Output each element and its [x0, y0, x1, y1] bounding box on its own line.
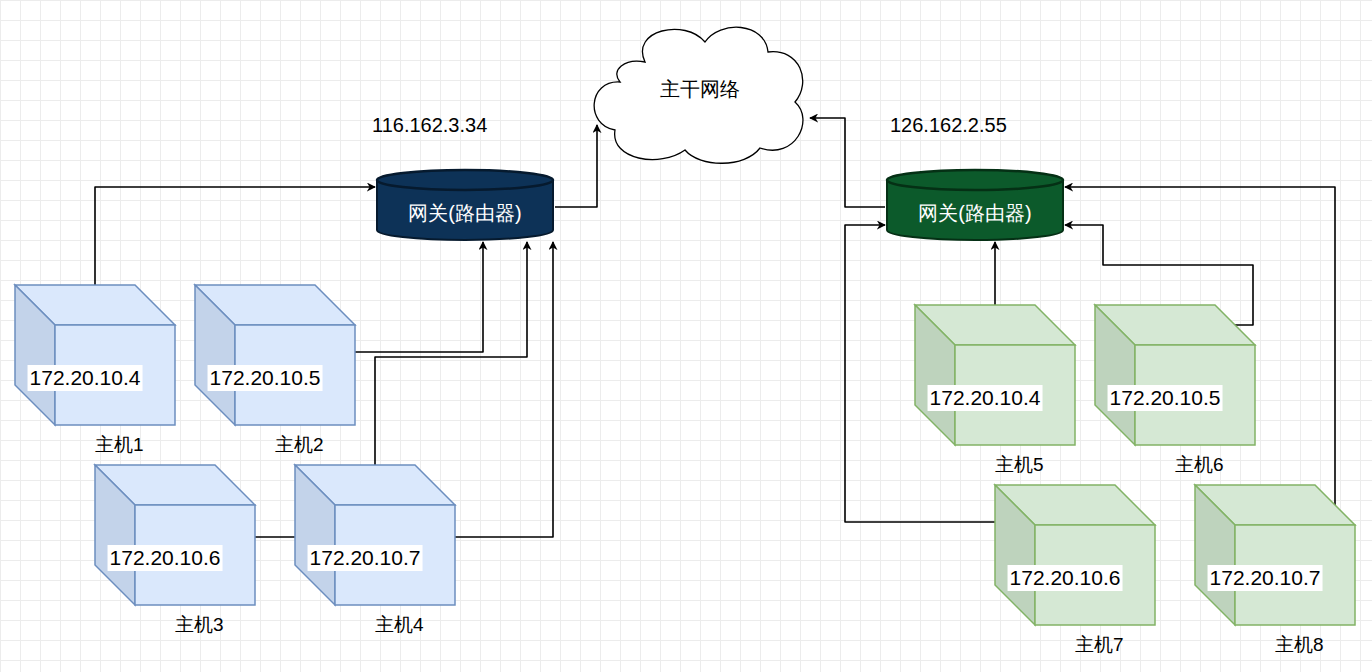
host-outline	[1095, 305, 1255, 445]
network-link	[810, 118, 885, 207]
network-link	[1065, 187, 1335, 505]
ip-address: 172.20.10.4	[928, 385, 1043, 411]
host-outline	[95, 465, 255, 605]
gateway-label: 网关(路由器)	[918, 200, 1031, 227]
public-ip: 126.162.2.55	[890, 114, 1007, 137]
network-cloud: 主干网络	[590, 20, 810, 165]
host-name: 主机5	[995, 453, 1044, 477]
host-cube: 172.20.10.7主机8	[1195, 485, 1355, 625]
host-outline	[195, 285, 355, 425]
host-cube: 172.20.10.6主机3	[95, 465, 255, 605]
host-name: 主机6	[1175, 453, 1224, 477]
host-name: 主机2	[275, 433, 324, 457]
host-outline	[15, 285, 175, 425]
ip-address: 172.20.10.6	[1008, 565, 1123, 591]
ip-address: 172.20.10.6	[108, 545, 223, 571]
network-link	[355, 242, 483, 352]
cloud-label: 主干网络	[660, 76, 740, 103]
host-outline	[295, 465, 455, 605]
public-ip: 116.162.3.34	[372, 114, 487, 137]
host-cube: 172.20.10.7主机4	[295, 465, 455, 605]
host-cube: 172.20.10.4主机5	[915, 305, 1075, 445]
host-cube: 172.20.10.5主机2	[195, 285, 355, 425]
gateway-router: 网关(路由器)	[375, 168, 555, 242]
gateway-label: 网关(路由器)	[408, 200, 521, 227]
host-outline	[1195, 485, 1355, 625]
network-link	[95, 187, 375, 285]
host-outline	[995, 485, 1155, 625]
host-name: 主机7	[1075, 633, 1124, 657]
ip-address: 172.20.10.7	[1208, 565, 1323, 591]
network-link	[455, 242, 553, 537]
network-link	[555, 125, 597, 207]
host-name: 主机4	[375, 613, 424, 637]
host-cube: 172.20.10.4主机1	[15, 285, 175, 425]
host-outline	[915, 305, 1075, 445]
network-link	[994, 242, 996, 305]
ip-address: 172.20.10.4	[28, 365, 143, 391]
ip-address: 172.20.10.5	[1108, 385, 1223, 411]
host-name: 主机1	[95, 433, 144, 457]
ip-address: 172.20.10.7	[308, 545, 423, 571]
host-cube: 172.20.10.6主机7	[995, 485, 1155, 625]
host-name: 主机3	[175, 613, 224, 637]
network-link	[255, 536, 295, 538]
gateway-router: 网关(路由器)	[885, 168, 1065, 242]
host-name: 主机8	[1275, 633, 1324, 657]
ip-address: 172.20.10.5	[208, 365, 323, 391]
network-link	[375, 242, 527, 465]
host-cube: 172.20.10.5主机6	[1095, 305, 1255, 445]
